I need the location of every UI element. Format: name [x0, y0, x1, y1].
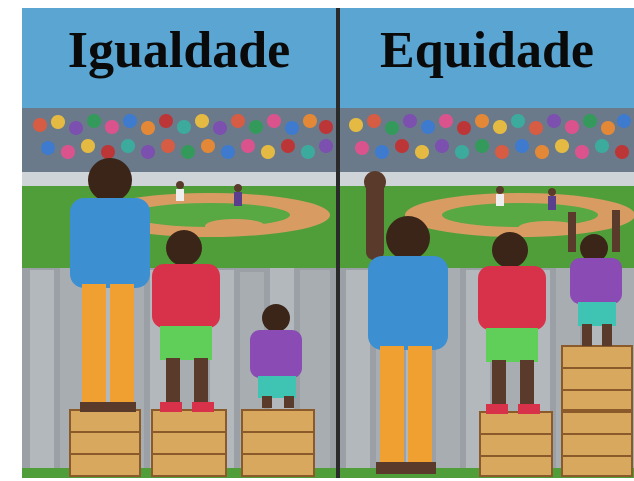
crate-right-small-bottom [561, 411, 633, 477]
pitcher-mound-left [205, 219, 265, 233]
small-person-left [250, 304, 302, 408]
crate-left-1 [69, 409, 141, 477]
outfield-wall-right [340, 172, 634, 186]
crate-right-small-top [561, 345, 633, 411]
crowd-left [33, 114, 333, 159]
middle-person-left [152, 230, 220, 412]
crate-left-3 [241, 409, 315, 477]
title-equidade: Equidade [380, 22, 594, 79]
players-left [176, 181, 242, 206]
tall-person-left [70, 158, 150, 412]
crate-right-middle [479, 411, 553, 477]
crowd-right [349, 114, 631, 159]
pitcher-mound-right [518, 221, 578, 235]
title-igualdade: Igualdade [67, 22, 291, 79]
small-person-right [568, 210, 622, 346]
crate-left-2 [151, 409, 227, 477]
panel-divider [336, 8, 340, 478]
tall-person-right [364, 171, 448, 474]
panel-right [340, 8, 634, 478]
players-right [496, 186, 556, 210]
panel-left [22, 8, 336, 478]
middle-person-right [478, 232, 546, 414]
